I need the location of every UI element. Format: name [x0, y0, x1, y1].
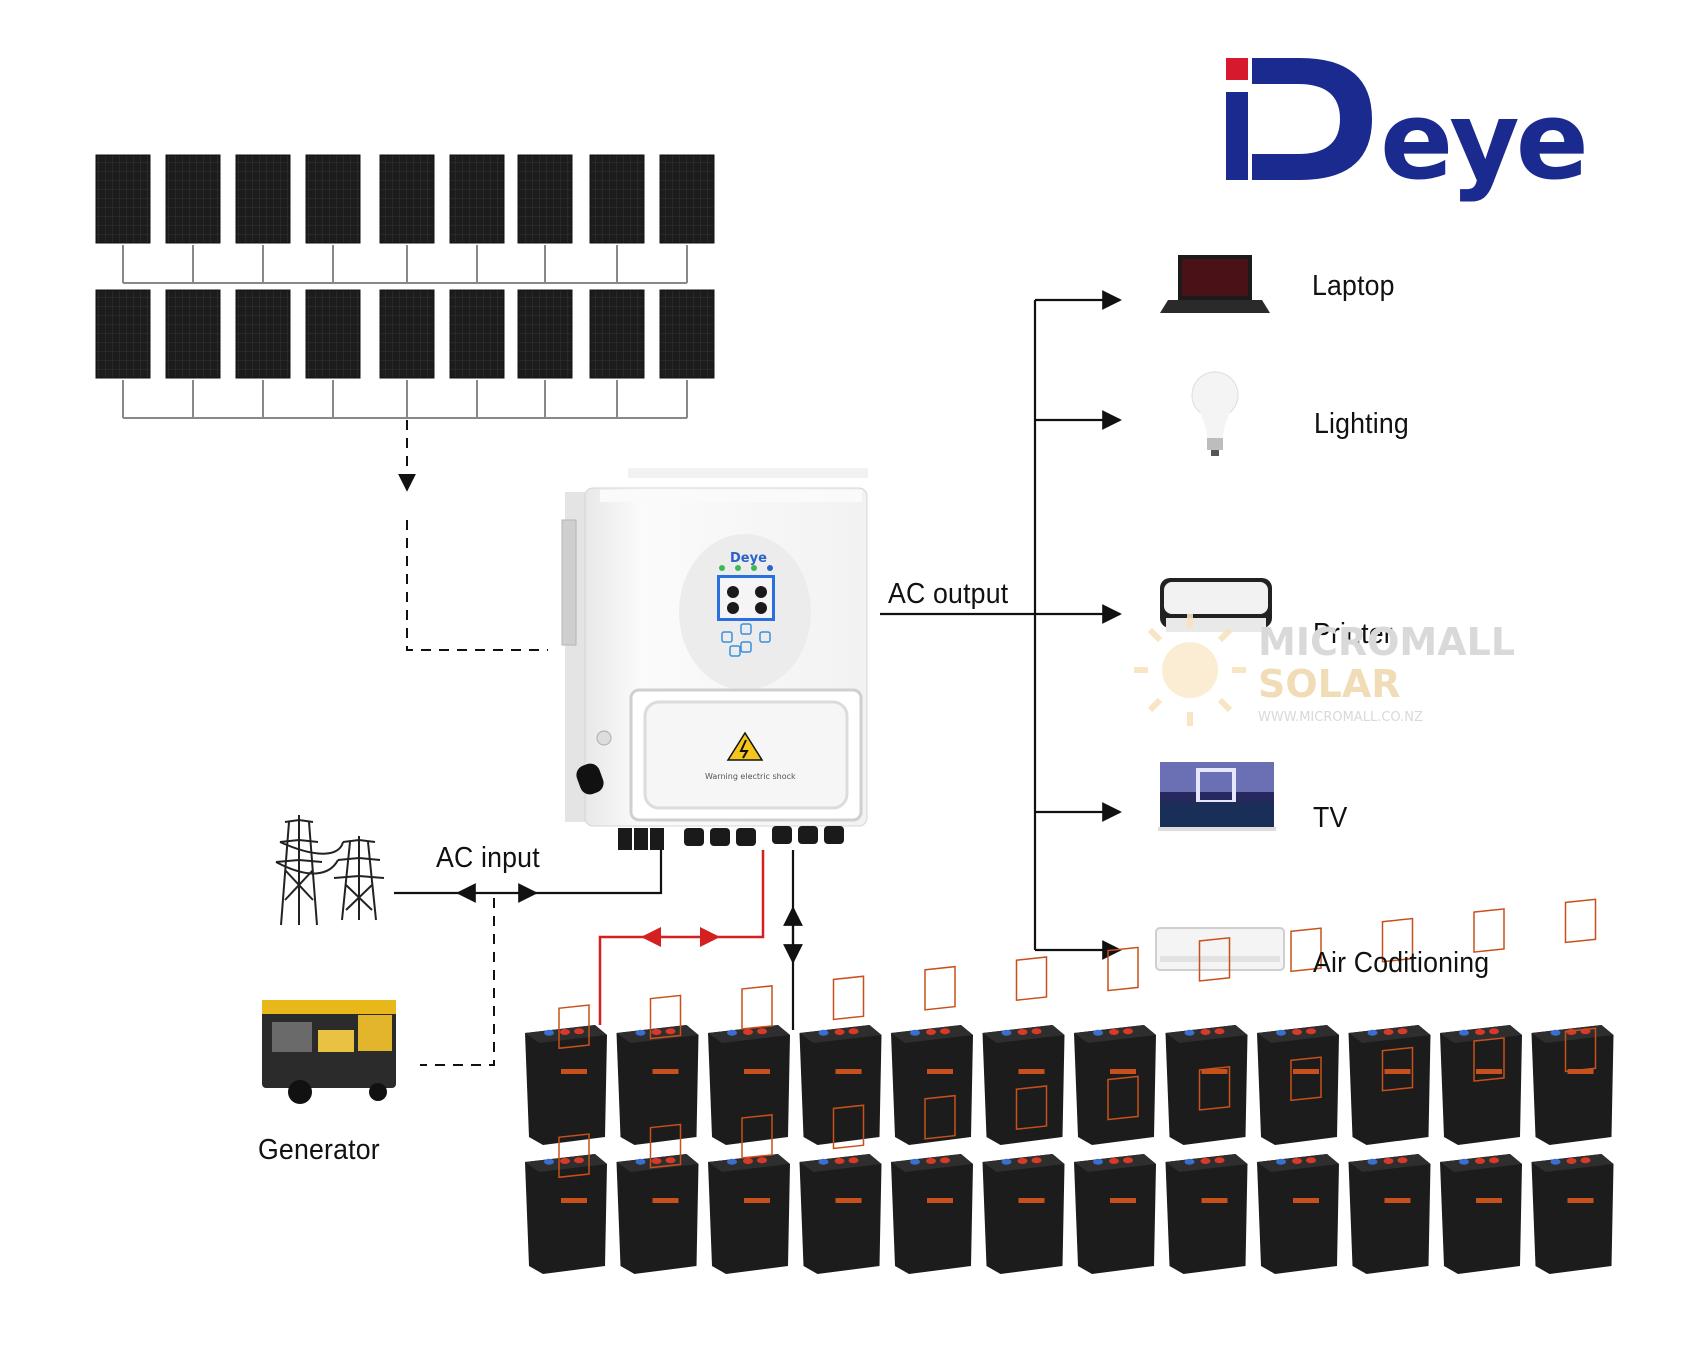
solar-panel — [379, 289, 435, 379]
generator-feed-line — [420, 898, 495, 1066]
solar-panel — [305, 289, 361, 379]
solar-panel — [659, 289, 715, 379]
solar-panel — [95, 154, 151, 244]
solar-panel — [517, 154, 573, 244]
battery — [616, 1123, 699, 1274]
hybrid-inverter: Deye Warning electric shock — [561, 468, 868, 850]
battery — [1531, 898, 1614, 1145]
solar-panel-array — [95, 154, 715, 379]
deye-logo: eye — [1226, 58, 1589, 204]
laptop-icon — [1160, 255, 1270, 313]
solar-panel — [589, 154, 645, 244]
solar-panel — [235, 289, 291, 379]
battery — [708, 1114, 790, 1274]
watermark — [1134, 614, 1246, 726]
battery — [1165, 936, 1248, 1145]
battery — [1257, 1056, 1339, 1274]
battery — [1440, 1037, 1522, 1274]
ac-output-label: AC output — [888, 578, 1009, 610]
battery — [1531, 1027, 1614, 1274]
generator-icon — [262, 1000, 396, 1104]
inverter-brand-text: Deye — [730, 551, 767, 566]
solar-panel — [305, 154, 361, 244]
battery — [616, 994, 699, 1145]
solar-panel — [165, 154, 221, 244]
battery — [982, 1085, 1065, 1274]
battery — [1074, 946, 1156, 1145]
watermark-line2: SOLAR — [1258, 662, 1401, 706]
battery — [1348, 1046, 1431, 1274]
solar-panel — [235, 154, 291, 244]
load-label-laptop: Laptop — [1312, 270, 1395, 302]
battery — [525, 1133, 607, 1274]
air-conditioner-icon — [1155, 927, 1285, 971]
battery — [1074, 1075, 1156, 1274]
load-label-lighting: Lighting — [1314, 408, 1409, 440]
battery — [525, 1004, 607, 1145]
battery — [1257, 927, 1339, 1145]
inverter-warning-text: Warning electric shock — [705, 772, 796, 781]
solar-panel — [449, 289, 505, 379]
ac-output-bus — [880, 290, 1122, 960]
solar-panel — [449, 154, 505, 244]
battery-dc-line — [598, 850, 765, 1025]
watermark-line1: MICROMALL — [1258, 620, 1516, 664]
battery — [982, 956, 1065, 1145]
solar-panel — [589, 289, 645, 379]
battery — [1348, 917, 1431, 1145]
solar-panel — [95, 289, 151, 379]
load-label-printer: Printer — [1313, 618, 1393, 650]
battery — [799, 1104, 882, 1274]
battery — [799, 975, 882, 1145]
ac-input-line — [394, 850, 663, 903]
pv-feed-line-lower — [406, 520, 548, 651]
svg-text:eye: eye — [1380, 79, 1585, 204]
battery-bank — [525, 898, 1614, 1274]
generator-label: Generator — [258, 1134, 380, 1166]
load-label-air-conditioning: Air Coditioning — [1313, 947, 1490, 979]
watermark-url: WWW.MICROMALL.CO.NZ — [1258, 710, 1423, 725]
ac-input-label: AC input — [436, 842, 540, 874]
tv-icon — [1158, 762, 1276, 831]
panel-wiring — [122, 245, 688, 419]
battery — [891, 965, 973, 1145]
battery — [891, 1094, 973, 1274]
solar-panel — [379, 154, 435, 244]
load-label-tv: TV — [1313, 802, 1348, 834]
solar-panel — [165, 289, 221, 379]
battery — [1440, 908, 1522, 1145]
light-bulb-icon — [1191, 371, 1239, 456]
solar-panel — [659, 154, 715, 244]
printer-icon — [1160, 578, 1272, 632]
battery — [1165, 1065, 1248, 1274]
battery — [708, 985, 790, 1145]
solar-panel — [517, 289, 573, 379]
grid-tower-icon — [275, 815, 385, 926]
